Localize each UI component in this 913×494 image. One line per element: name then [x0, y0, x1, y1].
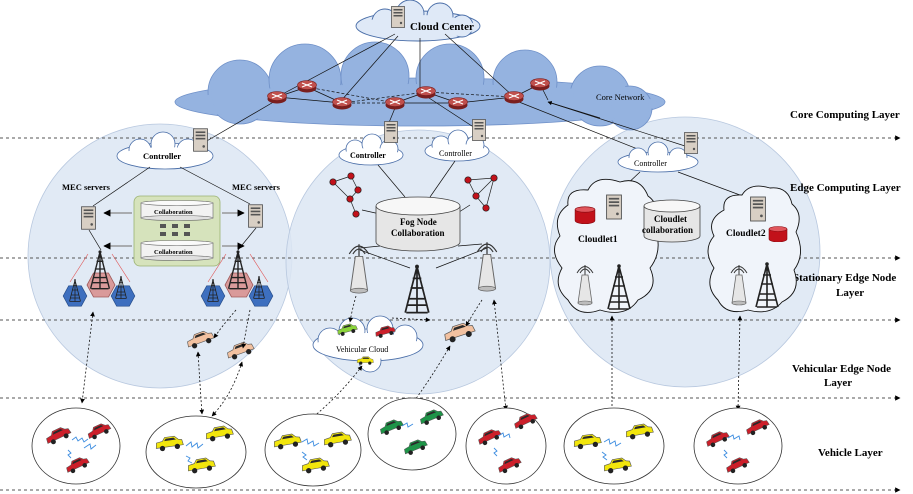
- cloudlet-collab-label: Cloudlet: [654, 214, 687, 224]
- vehicle-group-7: [693, 407, 783, 485]
- layer-label-core: Core Computing Layer: [790, 109, 900, 121]
- vehicle-group-4: [367, 397, 457, 471]
- cell-hex-icon: [110, 285, 136, 307]
- layer-label-stationary: Stationary Edge Node: [793, 272, 896, 284]
- vehicle-group-2: [145, 415, 247, 489]
- right-controller-server-icon: [684, 132, 698, 154]
- router-icon: [448, 96, 468, 110]
- middle-controller-1-label: Controller: [350, 151, 386, 160]
- layer-label-vehicular: Vehicular Edge Node: [792, 363, 891, 375]
- left-cells-b: [200, 249, 274, 307]
- collaboration-cylinder-top: [140, 200, 214, 221]
- left-controller-links: [88, 166, 257, 251]
- cloudlet2-cloud: [707, 185, 801, 313]
- mec-collaboration-arrows: [103, 209, 245, 250]
- core-arrow: [547, 101, 601, 119]
- left-dashed-links: [80, 309, 251, 417]
- collaboration-bottom-label: Collaboration: [154, 249, 193, 256]
- mec-servers-left-label: MEC servers: [62, 182, 111, 192]
- layer-label-edge: Edge Computing Layer: [790, 182, 901, 194]
- right-controller-label: Controller: [634, 159, 667, 168]
- vehicle-group-3: [264, 413, 362, 487]
- cloudlet1-server-icon: [606, 194, 622, 220]
- collaboration-top-label: Collaboration: [154, 209, 193, 216]
- cloud-center-server-icon: [391, 6, 405, 28]
- vehicular-cloud-label: Vehicular Cloud: [336, 345, 388, 354]
- middle-controller-cloud-1: [338, 133, 404, 166]
- left-controller-cloud: [116, 131, 214, 170]
- cloudlet2-storage-icon: [768, 226, 788, 242]
- router-icon: [267, 90, 287, 104]
- left-controller-label: Controller: [143, 151, 181, 161]
- middle-controller-2-server-icon: [472, 119, 486, 141]
- right-dashed-links: [609, 315, 743, 419]
- layer-label-stationary-2: Layer: [836, 287, 864, 299]
- router-icon: [504, 90, 524, 104]
- mec-server-left-icon: [81, 206, 96, 230]
- router-icon: [385, 96, 405, 110]
- router-icon: [297, 79, 317, 93]
- left-controller-server-icon: [193, 128, 208, 152]
- router-icon: [530, 77, 550, 91]
- cloud-center-label: Cloud Center: [410, 21, 474, 33]
- right-controller-cloud: [617, 141, 699, 173]
- middle-controller-1-server-icon: [384, 121, 398, 143]
- layer-label-vehicular-2: Layer: [824, 377, 852, 389]
- mec-server-right-icon: [248, 204, 263, 228]
- fog-node-label-2: Collaboration: [391, 228, 445, 238]
- cloudlet2-label: Cloudlet2: [726, 229, 766, 239]
- vehicle-group-5: [465, 407, 547, 485]
- core-network-label: Core Network: [596, 92, 645, 102]
- cloudlet-collaboration-cylinder: [643, 199, 701, 243]
- mec-servers-right-label: MEC servers: [232, 182, 281, 192]
- cloudlet-collab-label-2: collaboration: [642, 225, 693, 235]
- vehicle-group-1: [31, 407, 121, 485]
- cloudlet1-storage-icon: [574, 206, 596, 224]
- middle-dashed-links: [311, 295, 508, 419]
- cloudlet1-label: Cloudlet1: [578, 235, 618, 245]
- left-cells-a: [62, 249, 136, 307]
- vehicle-group-6: [563, 407, 665, 485]
- layer-label-vehicle: Vehicle Layer: [818, 447, 883, 459]
- fog-node-cylinder: [375, 196, 461, 252]
- fog-node-graph-left: [329, 172, 362, 218]
- vehicular-cloud: [312, 315, 424, 373]
- cloud-center-cloud: [355, 0, 481, 42]
- router-icon: [332, 96, 352, 110]
- router-icon: [416, 85, 436, 99]
- middle-controller-cloud-2: [424, 129, 490, 162]
- cell-hex-icon: [248, 285, 274, 307]
- collaboration-icons: [160, 224, 190, 236]
- collaboration-cylinder-bottom: [140, 240, 214, 261]
- middle-controller-2-label: Controller: [439, 149, 472, 158]
- fog-node-label: Fog Node: [400, 217, 437, 227]
- cloudlet2-server-icon: [750, 196, 766, 222]
- fog-node-graph-right: [464, 174, 498, 212]
